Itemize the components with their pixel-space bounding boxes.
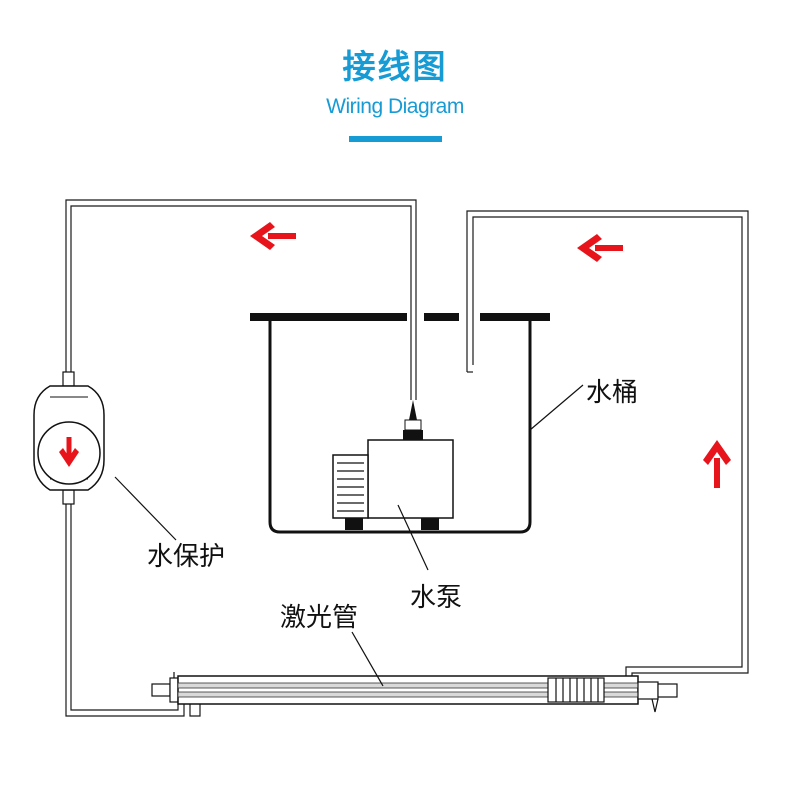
- protector-label: 水保护: [147, 542, 226, 572]
- flow-arrow-left-2: [577, 234, 623, 262]
- water-pump: [332, 400, 454, 530]
- pump-label: 水泵: [410, 583, 463, 613]
- title-underline: [349, 136, 442, 142]
- page-title: 接线图: [342, 47, 448, 86]
- laser-tube: [151, 672, 678, 713]
- right-water-pipe: [466, 210, 749, 683]
- flow-arrow-down: [59, 437, 79, 467]
- laser-tube-label: 激光管: [280, 603, 359, 633]
- leader-lines: [114, 384, 584, 687]
- water-bucket: [250, 313, 550, 534]
- bucket-label: 水桶: [586, 378, 639, 408]
- page-subtitle: Wiring Diagram: [326, 95, 464, 118]
- flow-arrow-up: [703, 440, 731, 488]
- flow-arrow-left-1: [250, 222, 296, 250]
- left-water-pipe: [65, 199, 417, 717]
